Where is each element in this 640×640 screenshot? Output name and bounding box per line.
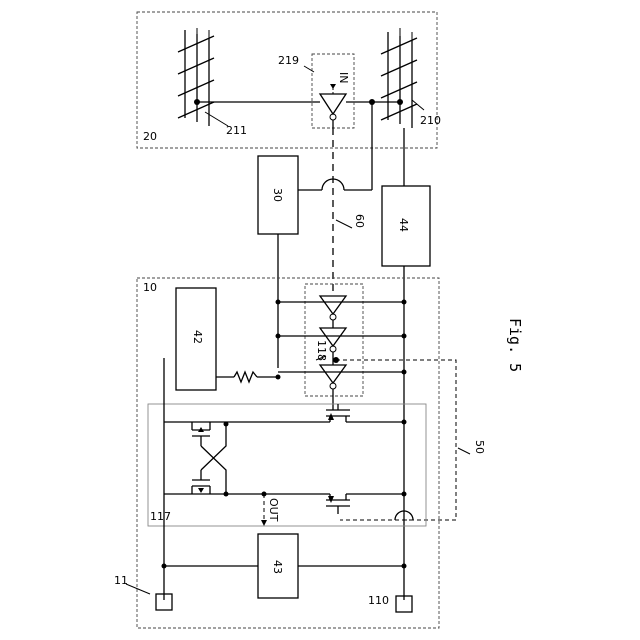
label-118: 118: [315, 340, 328, 361]
label-211: 211: [226, 124, 247, 137]
block-30: 30: [258, 156, 298, 234]
leader-219: [304, 66, 314, 72]
label-in: IN: [337, 72, 350, 83]
grid-211: [178, 28, 214, 126]
label-60: 60: [353, 214, 366, 228]
label-43: 43: [271, 560, 284, 574]
transistor-right-top: [326, 404, 350, 422]
transistor-right-bottom: [326, 494, 350, 514]
block-43: 43: [258, 534, 298, 598]
label-42: 42: [191, 330, 204, 344]
resistor: [234, 372, 257, 382]
grid-210: [381, 28, 417, 128]
label-out: OUT: [267, 498, 280, 522]
block-20: 20 211 210: [137, 12, 441, 148]
label-117: 117: [150, 510, 171, 523]
signal-line-50: [336, 360, 456, 520]
label-50: 50: [473, 440, 486, 454]
label-10: 10: [143, 281, 157, 294]
block-10: 10: [137, 278, 439, 628]
label-110: 110: [368, 594, 389, 607]
label-30: 30: [271, 188, 284, 202]
block-42: 42: [176, 288, 216, 390]
transistor-latch-bottom: [192, 470, 210, 494]
label-11: 11: [114, 574, 128, 587]
figure-caption: Fig. 5: [506, 318, 524, 372]
buffer-group-118: [305, 284, 363, 410]
leader-50: [458, 448, 470, 454]
block-117: 117: [148, 358, 426, 600]
leader-60: [336, 220, 352, 228]
leader-11: [126, 584, 150, 594]
block-44: 44: [382, 186, 430, 266]
label-210: 210: [420, 114, 441, 127]
label-44: 44: [397, 218, 410, 232]
transistor-latch-top: [192, 422, 210, 446]
buffer-219: IN: [312, 54, 354, 128]
label-20: 20: [143, 130, 157, 143]
label-219: 219: [278, 54, 299, 67]
